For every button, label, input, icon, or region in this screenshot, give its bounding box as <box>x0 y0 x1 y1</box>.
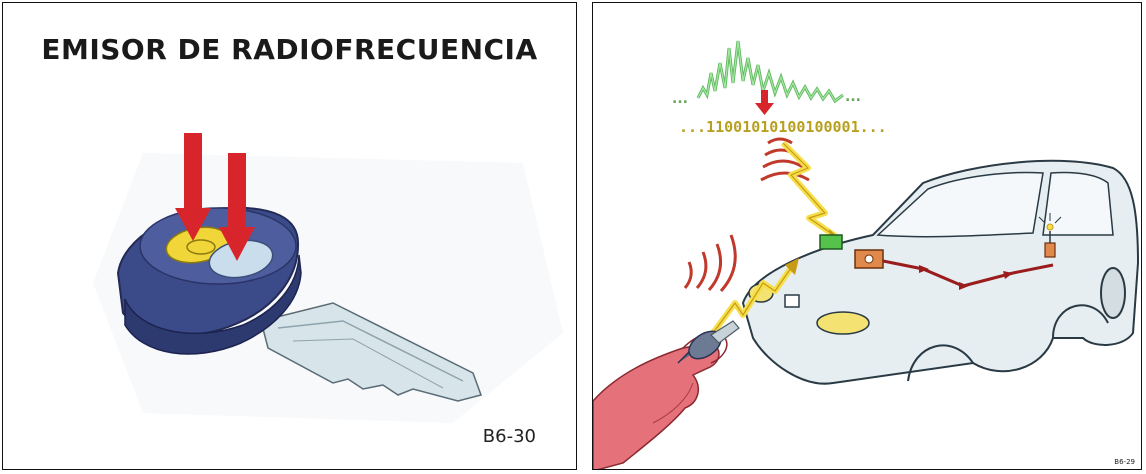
slide-code-right: B6-29 <box>1114 458 1135 466</box>
radio-waveform <box>698 41 843 101</box>
right-slide-panel: ... <box>592 2 1142 470</box>
slide-code: B6-30 <box>483 426 536 447</box>
svg-text:...: ... <box>845 89 861 105</box>
receiver-module <box>820 235 842 249</box>
decode-arrow <box>761 90 768 105</box>
bit-stream: ...11001010100100001... <box>679 118 887 136</box>
left-slide-panel: EMISOR DE RADIOFRECUENCIA B6-3 <box>2 2 577 470</box>
hand-with-key <box>593 321 739 470</box>
car <box>743 161 1138 384</box>
signal-to-receiver <box>761 139 845 245</box>
wave-leading-dots: ... <box>672 91 688 107</box>
car-remote-illustration: ... <box>593 3 1142 470</box>
door-lock-actuator <box>1045 243 1055 257</box>
rf-key-illustration <box>3 3 577 470</box>
